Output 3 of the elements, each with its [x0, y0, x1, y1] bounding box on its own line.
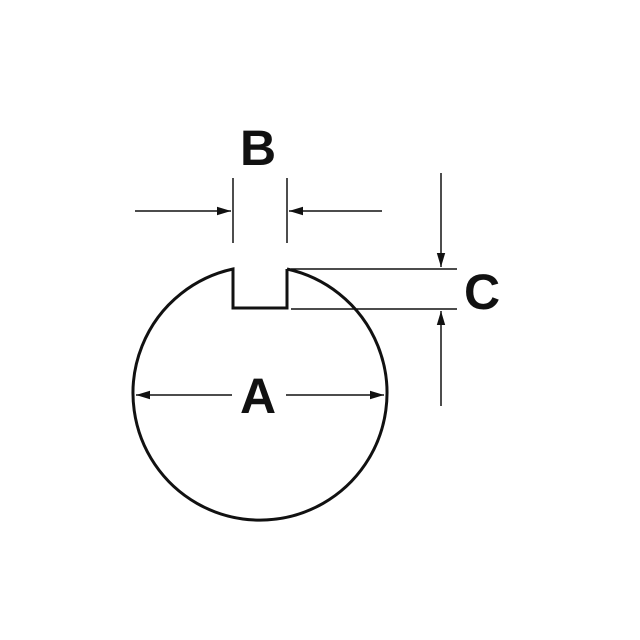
dimension-label: B	[240, 123, 276, 173]
dimension-label: A	[240, 371, 276, 421]
dimension-label: C	[464, 267, 500, 317]
